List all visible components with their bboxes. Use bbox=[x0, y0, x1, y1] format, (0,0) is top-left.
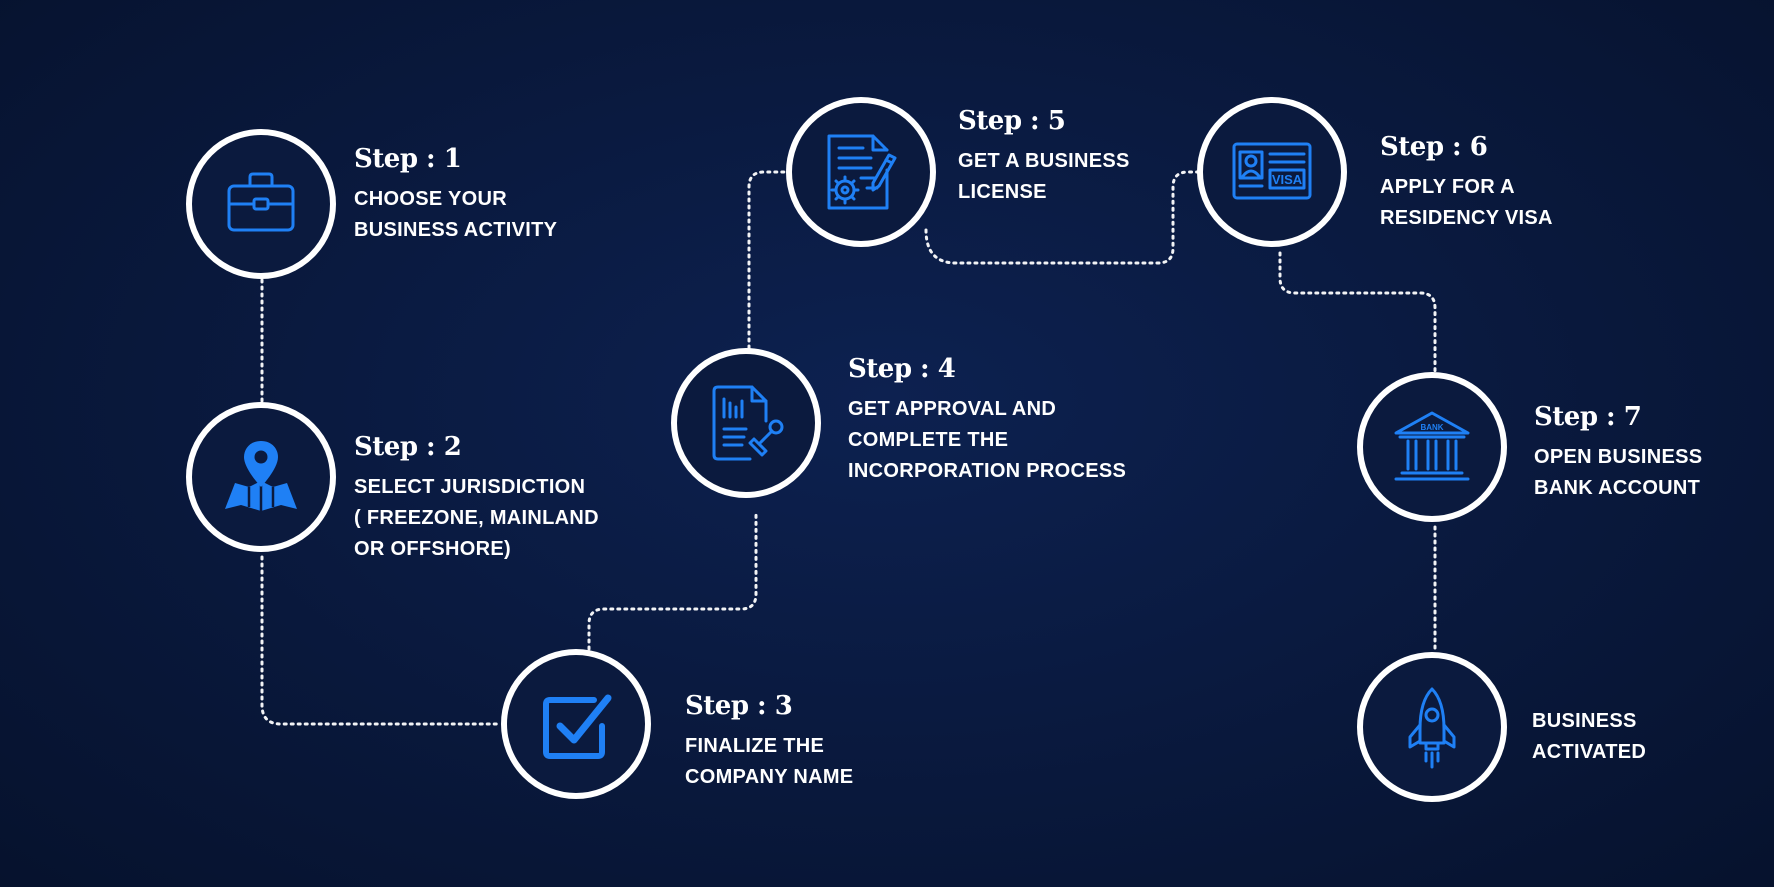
visa-card-icon: VISA bbox=[1232, 142, 1312, 200]
step-3-title: Step : 3 bbox=[685, 691, 793, 721]
step-4-line-2: COMPLETE THE bbox=[848, 429, 1009, 451]
step-6-line-2: RESIDENCY VISA bbox=[1380, 207, 1553, 229]
business-activated-label: BUSINESS ACTIVATED bbox=[1532, 706, 1646, 768]
step-1-description: CHOOSE YOUR BUSINESS ACTIVITY bbox=[354, 184, 557, 246]
document-stamp-icon bbox=[712, 385, 784, 461]
step-6-label: Step : 6 APPLY FOR A RESIDENCY VISA bbox=[1380, 132, 1553, 234]
step-5-line-2: LICENSE bbox=[958, 181, 1047, 203]
step-5-line-1: GET A BUSINESS bbox=[958, 150, 1130, 172]
step-7-title: Step : 7 bbox=[1534, 402, 1642, 432]
connector-6-7 bbox=[1278, 251, 1437, 374]
step-7-label: Step : 7 OPEN BUSINESS BANK ACCOUNT bbox=[1534, 402, 1702, 504]
step-7-circle: BANK bbox=[1357, 372, 1507, 522]
business-activated-line-1: BUSINESS bbox=[1532, 710, 1637, 732]
step-2-title: Step : 2 bbox=[354, 432, 462, 462]
step-6-title: Step : 6 bbox=[1380, 132, 1488, 162]
step-6-description: APPLY FOR A RESIDENCY VISA bbox=[1380, 172, 1553, 234]
step-3-line-1: FINALIZE THE bbox=[685, 735, 825, 757]
step-4-title: Step : 4 bbox=[848, 354, 956, 384]
business-activated-circle bbox=[1357, 652, 1507, 802]
step-5-title: Step : 5 bbox=[958, 106, 1066, 136]
step-3-label: Step : 3 FINALIZE THE COMPANY NAME bbox=[685, 691, 853, 793]
checkbox-icon bbox=[543, 694, 612, 759]
bank-icon: BANK bbox=[1394, 411, 1470, 481]
step-7-line-1: OPEN BUSINESS bbox=[1534, 446, 1703, 468]
step-2-line-1: SELECT JURISDICTION bbox=[354, 476, 586, 498]
visa-icon-text: VISA bbox=[1272, 172, 1303, 187]
step-7-line-2: BANK ACCOUNT bbox=[1534, 477, 1701, 499]
step-5-label: Step : 5 GET A BUSINESS LICENSE bbox=[958, 106, 1130, 208]
step-2-line-3: OR OFFSHORE) bbox=[354, 538, 511, 560]
step-4-label: Step : 4 GET APPROVAL AND COMPLETE THE I… bbox=[848, 354, 1126, 487]
step-3-circle bbox=[501, 649, 651, 799]
step-1-circle bbox=[186, 129, 336, 279]
step-4-description: GET APPROVAL AND COMPLETE THE INCORPORAT… bbox=[848, 394, 1126, 487]
business-activated-line-2: ACTIVATED bbox=[1532, 741, 1647, 763]
step-2-description: SELECT JURISDICTION ( FREEZONE, MAINLAND… bbox=[354, 472, 599, 565]
connector-3-4 bbox=[587, 510, 758, 651]
step-3-description: FINALIZE THE COMPANY NAME bbox=[685, 731, 853, 793]
step-4-line-1: GET APPROVAL AND bbox=[848, 398, 1057, 420]
step-1-title: Step : 1 bbox=[354, 144, 462, 174]
step-4-circle bbox=[671, 348, 821, 498]
connector-2-3 bbox=[260, 555, 503, 726]
step-6-circle: VISA bbox=[1197, 97, 1347, 247]
map-pin-icon bbox=[225, 441, 297, 511]
connector-5-6 bbox=[924, 170, 1202, 265]
briefcase-icon bbox=[227, 172, 295, 232]
step-2-line-2: ( FREEZONE, MAINLAND bbox=[354, 507, 599, 529]
step-1-line-2: BUSINESS ACTIVITY bbox=[354, 219, 558, 241]
step-2-label: Step : 2 SELECT JURISDICTION ( FREEZONE,… bbox=[354, 432, 599, 565]
step-4-line-3: INCORPORATION PROCESS bbox=[848, 460, 1127, 482]
step-6-line-1: APPLY FOR A bbox=[1380, 176, 1515, 198]
step-3-line-2: COMPANY NAME bbox=[685, 766, 854, 788]
step-1-line-1: CHOOSE YOUR bbox=[354, 188, 507, 210]
step-7-description: OPEN BUSINESS BANK ACCOUNT bbox=[1534, 442, 1702, 504]
step-5-description: GET A BUSINESS LICENSE bbox=[958, 146, 1130, 208]
step-5-circle bbox=[786, 97, 936, 247]
bank-icon-text: BANK bbox=[1420, 423, 1443, 432]
business-activated-description: BUSINESS ACTIVATED bbox=[1532, 706, 1646, 768]
rocket-icon bbox=[1408, 687, 1456, 769]
license-certificate-icon bbox=[827, 134, 897, 210]
step-1-label: Step : 1 CHOOSE YOUR BUSINESS ACTIVITY bbox=[354, 144, 557, 246]
step-2-circle bbox=[186, 402, 336, 552]
connector-4-5 bbox=[747, 170, 788, 350]
